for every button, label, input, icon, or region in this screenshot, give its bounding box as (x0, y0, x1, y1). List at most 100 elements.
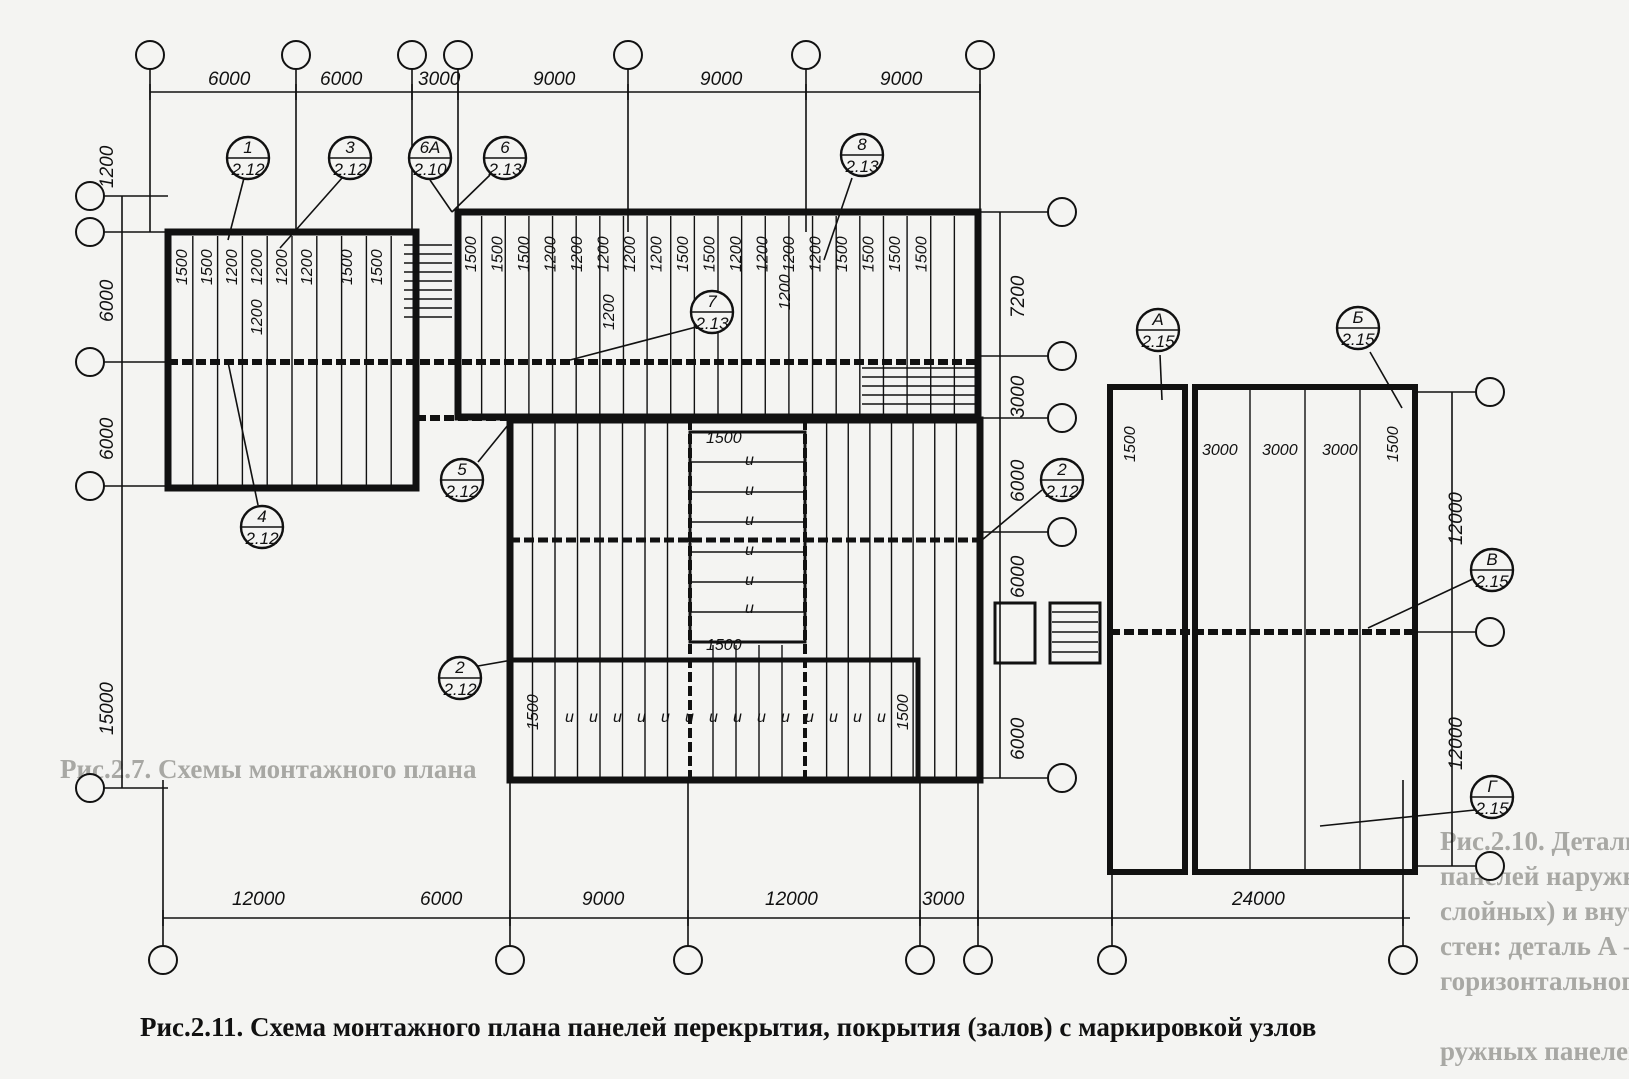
axis-bubble (963, 945, 993, 975)
axis-bubble (75, 181, 105, 211)
axis-bubble (495, 945, 525, 975)
panel-mark: и (613, 709, 622, 726)
callout-node-number: 6А (420, 138, 441, 157)
panel-width: 1500 (339, 249, 356, 285)
dimension-value: 9000 (533, 69, 576, 90)
dimension-value: 12000 (1446, 717, 1467, 770)
axis-bubble (75, 217, 105, 247)
ghost-line: слойных) и внутренних (1440, 896, 1629, 926)
panel-width: 1500 (675, 236, 692, 272)
axis-bubble (443, 40, 473, 70)
panel-width: 1200 (274, 249, 291, 285)
axis-bubble (791, 40, 821, 70)
callout-sheet-number: 2.15 (1474, 572, 1509, 591)
dimension-value: 7200 (1008, 275, 1029, 318)
panel-mark: и (745, 600, 754, 617)
panel-width: 1500 (706, 430, 742, 447)
figure-caption: Рис.2.11. Схема монтажного плана панелей… (140, 1012, 1317, 1042)
dimension-value: 24000 (1231, 889, 1285, 910)
callout-sheet-number: 2.12 (1044, 482, 1079, 501)
panel-mark: и (745, 482, 754, 499)
callout-sheet-number: 2.15 (1140, 332, 1175, 351)
panel-width: 1500 (1122, 426, 1139, 462)
panel-mark: и (589, 709, 598, 726)
panel-mark: и (637, 709, 646, 726)
panel-width: 1500 (834, 236, 851, 272)
callout-leader (1159, 354, 1163, 401)
callout-sheet-number: 2.12 (230, 160, 265, 179)
panel-mark: и (829, 709, 838, 726)
panel-mark: и (757, 709, 766, 726)
callout-node-number: 8 (857, 135, 867, 154)
stair-box (1048, 601, 1102, 665)
callout-sheet-number: 2.15 (1474, 799, 1509, 818)
panel-width: 1200 (777, 274, 794, 310)
dimension-value: 9000 (582, 889, 625, 910)
panel-width: 3000 (1322, 442, 1358, 459)
axis-bubble (1047, 517, 1077, 547)
axis-bubble (1475, 377, 1505, 407)
dimension-value: 1200 (97, 145, 118, 188)
callout-sheet-number: 2.12 (444, 482, 479, 501)
axis-bubble (1047, 197, 1077, 227)
callout-node-number: В (1486, 550, 1497, 569)
axis-bubble (965, 40, 995, 70)
background-ghost-text: Рис.2.10. Детали и узлы панелей наружных… (60, 754, 1629, 1066)
panel-width: 1200 (569, 236, 586, 272)
axis-bubble (673, 945, 703, 975)
dimension-value: 12000 (232, 889, 285, 910)
panel-width: 1200 (249, 299, 266, 335)
panel-mark: и (709, 709, 718, 726)
callout-sheet-number: 2.12 (244, 529, 279, 548)
panel-width: 1200 (596, 236, 613, 272)
axis-bubble (613, 40, 643, 70)
panel-mark: и (565, 709, 574, 726)
panel-width-labels: 1500 1500 1200 1200 1200 1200 1500 1500 1200 1500… (174, 236, 1402, 730)
axis-bubble (1388, 945, 1418, 975)
callout-leader (823, 177, 853, 261)
panel-width: 1200 (755, 236, 772, 272)
panel-joint-lines (192, 216, 1361, 870)
axis-bubble (1475, 617, 1505, 647)
dimension-value: 6000 (1008, 717, 1029, 760)
panel-width: 1200 (622, 236, 639, 272)
panel-width: 1200 (249, 249, 266, 285)
callout-sheet-number: 2.10 (412, 160, 447, 179)
callout-sheet-number: 2.13 (844, 157, 879, 176)
panel-mark: и (733, 709, 742, 726)
callout-node-number: Г (1487, 777, 1498, 796)
grid-axes (75, 40, 1505, 975)
building-walls (164, 208, 1418, 875)
stair-box (993, 601, 1037, 665)
axis-bubble (397, 40, 427, 70)
lower-block-outline (507, 657, 921, 783)
panel-width: 1200 (649, 236, 666, 272)
axis-bubble (281, 40, 311, 70)
panel-width: 1200 (543, 236, 560, 272)
panel-width: 1500 (895, 694, 912, 730)
dimension-value: 3000 (922, 889, 965, 910)
panel-width: 1500 (369, 249, 386, 285)
dimension-value: 6000 (320, 69, 363, 90)
callout-node-number: 2 (1056, 460, 1067, 479)
dimension-value: 12000 (765, 889, 818, 910)
axis-bubble (135, 40, 165, 70)
dimension-value: 6000 (97, 417, 118, 460)
callout-leader (1369, 351, 1403, 409)
panel-width: 3000 (1202, 442, 1238, 459)
ghost-line: горизонтального стыка на- (1440, 966, 1629, 996)
callout-leader (1319, 809, 1476, 827)
dimension-value: 6000 (97, 279, 118, 322)
panel-width: 1500 (490, 236, 507, 272)
ghost-line: стен: деталь А — устройст- (1440, 931, 1629, 961)
dimension-value: 9000 (700, 69, 743, 90)
dimension-value: 3000 (1008, 375, 1029, 418)
axis-bubble (1047, 341, 1077, 371)
callout-node-number: 4 (257, 507, 266, 526)
axis-bubble (75, 347, 105, 377)
dimension-value: 9000 (880, 69, 923, 90)
panel-mark: и (781, 709, 790, 726)
callout-leader (477, 659, 513, 667)
panel-mark: и (661, 709, 670, 726)
